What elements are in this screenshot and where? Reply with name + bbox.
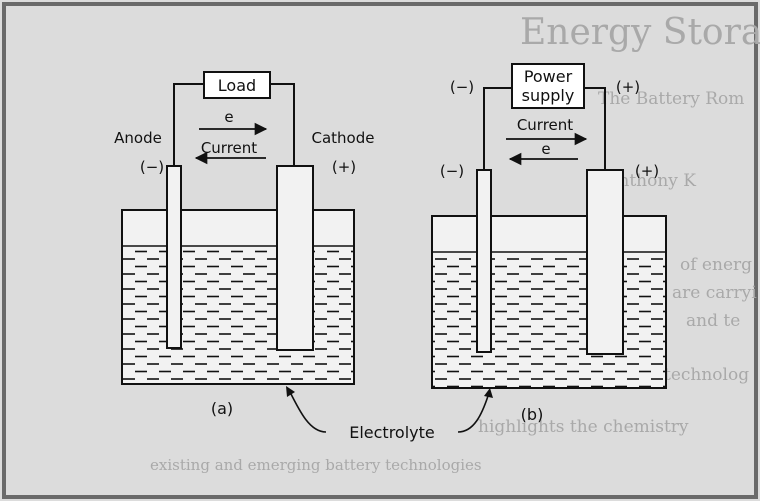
anode-label: Anode: [114, 129, 162, 147]
electrolyte-label: Electrolyte: [349, 423, 435, 442]
bg-line: highlights the chemistry: [478, 417, 689, 437]
bg-heading: Energy Storage and Ke: [520, 12, 760, 53]
electron-label: e: [224, 108, 233, 126]
cathode-label: Cathode: [312, 129, 375, 147]
negative-electrode: [476, 169, 492, 353]
bg-line: of energ: [680, 255, 752, 275]
leader-arrow-b: [484, 388, 493, 398]
electrolyte-b: [433, 252, 665, 387]
positive-electrode: [586, 169, 624, 355]
leader-line-a: [289, 391, 327, 433]
leader-arrow-a: [286, 386, 295, 397]
caption-b: (b): [521, 405, 544, 424]
current-label-b: Current: [517, 116, 573, 134]
electron-label-b: e: [541, 140, 550, 158]
caption-a: (a): [211, 399, 233, 418]
anode-sign: (−): [140, 158, 164, 176]
bg-line: technolog: [664, 365, 749, 385]
supply-neg-sign: (−): [450, 78, 474, 96]
wire-negative: [483, 87, 512, 170]
bg-line: existing and emerging battery technologi…: [150, 456, 482, 474]
bg-line: and te: [686, 311, 740, 331]
bg-line: The Battery Rom: [598, 89, 744, 109]
power-supply-label-1: Power: [524, 67, 573, 86]
wire-cathode: [270, 83, 295, 166]
panel-a: Load e Current Anode (−) Cathode (+) (a): [114, 71, 375, 418]
electrode-pos-sign: (+): [635, 162, 659, 180]
wire-positive: [584, 87, 606, 170]
load-box: [203, 71, 271, 99]
current-label: Current: [201, 139, 257, 157]
power-supply-label-2: supply: [522, 86, 575, 105]
power-supply-box: [511, 63, 585, 109]
electrode-neg-sign: (−): [440, 162, 464, 180]
electrolyte-a: [123, 246, 353, 383]
cathode-electrode: [276, 165, 314, 351]
electrolyte-callout: Electrolyte: [286, 386, 493, 442]
panel-b: Power supply (−) (+) Current e (−) (+) (…: [431, 63, 667, 424]
leader-line-b: [457, 395, 489, 433]
bg-line: are carryi: [672, 283, 757, 303]
wire-anode: [173, 83, 204, 166]
load-label: Load: [218, 76, 256, 95]
supply-pos-sign: (+): [616, 78, 640, 96]
anode-electrode: [166, 165, 182, 349]
cathode-sign: (+): [332, 158, 356, 176]
